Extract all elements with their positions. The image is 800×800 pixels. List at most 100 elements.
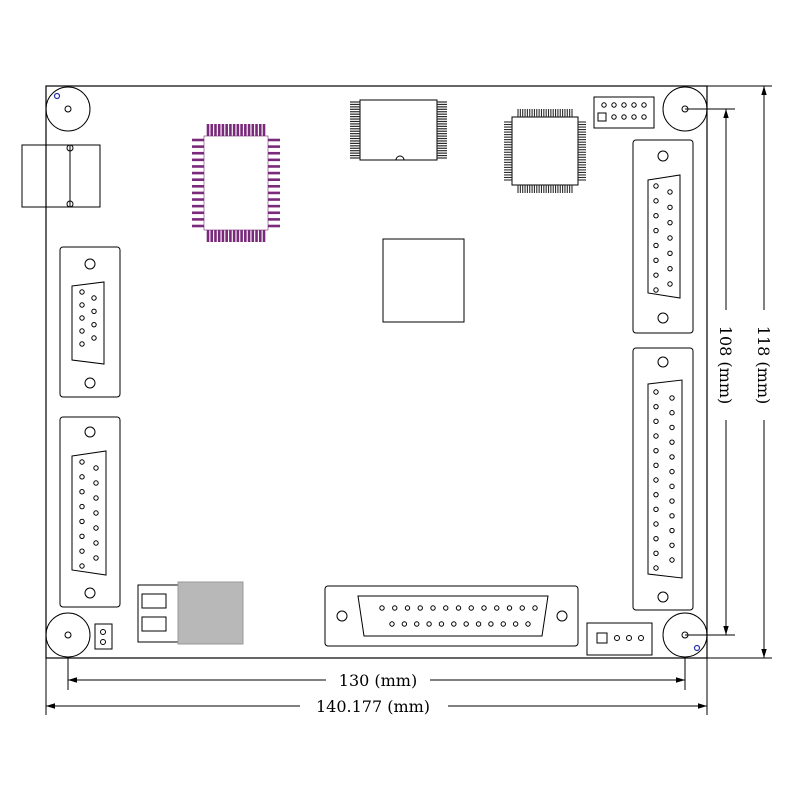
- connector-pin: [669, 498, 675, 504]
- connector-pin: [500, 621, 506, 627]
- connector-pin: [426, 621, 432, 627]
- connector-pin: [79, 289, 85, 295]
- connector-pin: [91, 295, 97, 301]
- dim-130-label: 130 (mm): [339, 671, 417, 690]
- connector-pin: [669, 395, 675, 401]
- dim-140-label: 140.177 (mm): [316, 697, 430, 716]
- connector-pin: [481, 605, 487, 611]
- connector-pin: [475, 621, 482, 627]
- left-db9-connector: [59, 246, 121, 398]
- dimension-board-width: 140.177 (mm): [46, 697, 707, 716]
- connector-pin: [79, 315, 85, 321]
- connector-pin: [631, 114, 637, 120]
- connector-pin: [443, 605, 449, 611]
- d-sub-connector-icon: [71, 281, 105, 365]
- circle-hole-icon: [662, 612, 708, 658]
- connector-pin: [506, 605, 513, 611]
- left-db15-connector: [59, 416, 121, 608]
- connector-pin: [667, 219, 673, 226]
- connector-pin: [653, 535, 659, 542]
- connector-pin: [601, 102, 607, 108]
- connector-pin: [79, 489, 85, 495]
- connector-pin: [621, 102, 627, 108]
- connector-pin: [669, 468, 675, 475]
- connector-pin: [653, 213, 659, 219]
- power-jack: [21, 144, 101, 208]
- plcc-chip: [192, 124, 280, 242]
- d-sub-connector-icon: [647, 174, 681, 299]
- connector-pin: [669, 542, 675, 548]
- connector-pin: [669, 410, 675, 416]
- hole-marker-dot: [693, 644, 701, 652]
- connector-pin: [401, 621, 408, 627]
- connector-pin: [463, 621, 469, 627]
- qfp-chip: [504, 109, 586, 193]
- connector-pin: [669, 483, 675, 490]
- connector-pin: [641, 114, 647, 120]
- connector-pin: [91, 308, 97, 315]
- connector-pin: [669, 557, 675, 563]
- connector-pin: [653, 272, 659, 278]
- connector-pin: [653, 550, 659, 557]
- connector-pin: [653, 389, 659, 395]
- d-sub-connector-icon: [647, 379, 683, 579]
- connector-pin: [653, 287, 659, 293]
- connector-pin: [667, 250, 673, 257]
- rj45-usb-block: [137, 581, 244, 645]
- connector-pin: [430, 605, 436, 611]
- right-db15-connector: [632, 139, 694, 334]
- connector-pin: [669, 527, 675, 534]
- hole-marker-dot: [53, 92, 61, 100]
- dimension-hole-width: 130 (mm): [68, 671, 685, 690]
- connector-pin: [611, 114, 617, 120]
- mounting-holes: [45, 86, 708, 658]
- dim-118-label: 118 (mm): [754, 326, 773, 404]
- connector-pin: [669, 424, 675, 431]
- connector-pin: [667, 204, 673, 211]
- connector-pin: [79, 533, 85, 539]
- connector-pin: [468, 605, 474, 611]
- connector-pin: [669, 439, 675, 445]
- connector-pin: [653, 418, 659, 425]
- connector-pin: [379, 605, 385, 611]
- connector-pin: [455, 605, 462, 611]
- connector-pin: [79, 474, 85, 480]
- extension-lines: [45, 85, 772, 715]
- connector-pin: [93, 555, 99, 561]
- connector-pin: [631, 102, 637, 108]
- connector-pin: [488, 621, 494, 627]
- circle-hole-icon: [45, 612, 91, 658]
- circle-hole-icon: [662, 86, 708, 132]
- connector-pin: [79, 563, 85, 569]
- connector-pin: [93, 510, 99, 516]
- bottom-db25-connector: [324, 585, 579, 647]
- connector-pin: [667, 265, 673, 272]
- header-4pin: [586, 622, 653, 656]
- connector-pin: [93, 525, 99, 531]
- connector-pin: [532, 605, 538, 611]
- connector-pin: [653, 506, 659, 513]
- right-db25-connector: [632, 347, 694, 611]
- connector-pin: [93, 540, 99, 546]
- connector-pin: [93, 465, 99, 471]
- connector-pin: [417, 605, 423, 611]
- connector-pin: [653, 447, 659, 454]
- d-sub-connector-icon: [71, 450, 107, 576]
- connector-pin: [79, 341, 85, 347]
- connector-pin: [611, 102, 617, 108]
- connector-pin: [653, 491, 659, 498]
- dim-108-label: 108 (mm): [716, 326, 735, 404]
- connector-pin: [494, 605, 500, 611]
- connector-pin: [653, 477, 659, 483]
- d-sub-connector-icon: [357, 595, 549, 637]
- connector-pin: [79, 302, 85, 308]
- header-10pin: [593, 96, 655, 129]
- connector-pin: [525, 621, 531, 627]
- small-header-2pin: [94, 623, 113, 650]
- dimension-hole-height: 108 (mm): [716, 109, 735, 635]
- connector-pin: [79, 548, 85, 554]
- connector-pin: [669, 513, 675, 519]
- connector-pin: [438, 621, 445, 627]
- connector-pin: [93, 480, 99, 486]
